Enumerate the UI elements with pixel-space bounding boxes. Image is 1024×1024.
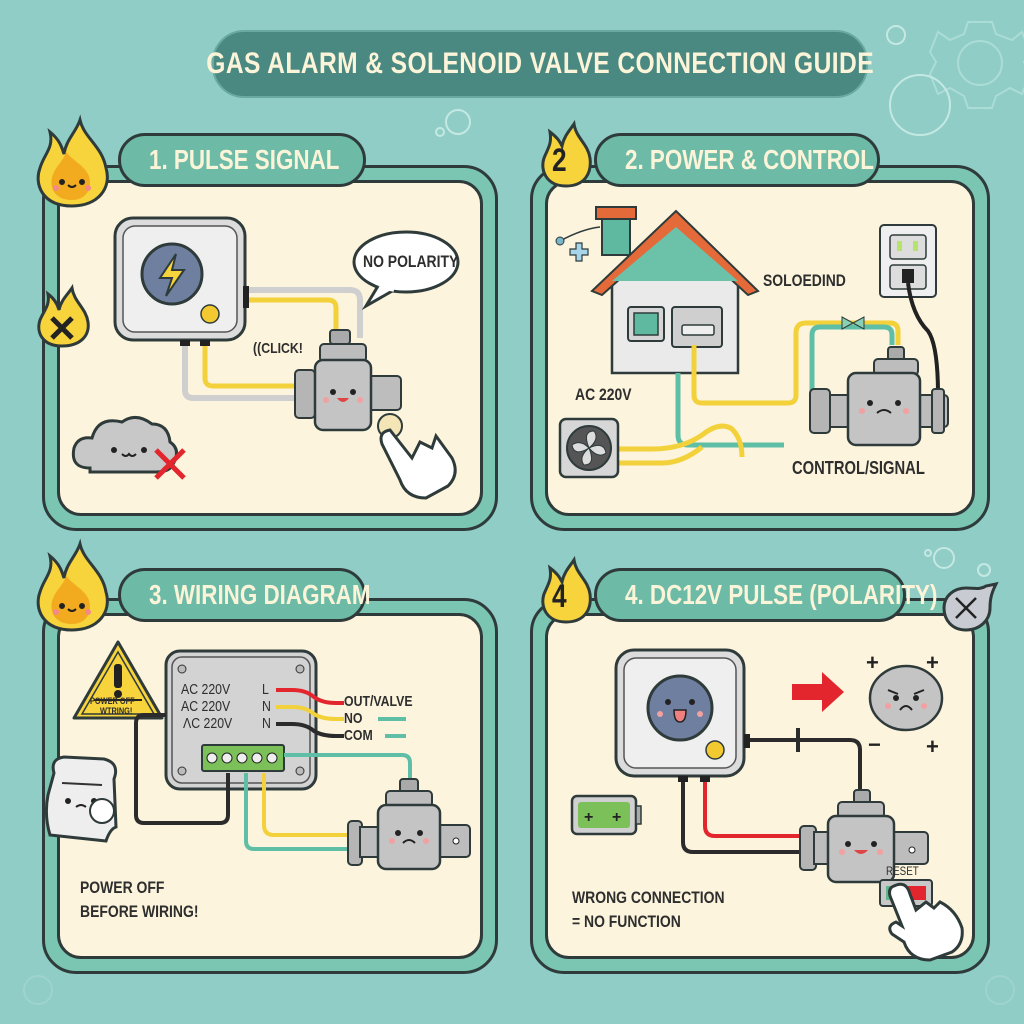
flame-mascot-icon (36, 538, 109, 632)
angry-ball-icon (868, 664, 944, 732)
number-badge-4 (541, 555, 592, 624)
panel-3-title-tab: 3. WIRING DIAGRAM (118, 568, 371, 622)
wrong-connection-line-2: = NO FUNCTION (572, 912, 681, 931)
alarm-box-happy-icon (614, 648, 750, 782)
svg-text:+: + (612, 809, 621, 826)
panel-2-title-tab: 2. POWER & CONTROL (594, 133, 880, 187)
output-label-com: COM (344, 727, 373, 744)
pin-label: N (262, 715, 271, 732)
flame-mascot-icon (36, 114, 109, 208)
polarity-mark: + (926, 650, 939, 675)
number-badge-2 (541, 119, 592, 188)
cloud-mascot-icon (71, 416, 178, 474)
solenoid-valve-happy-icon (799, 789, 929, 884)
gear-icon (928, 21, 1024, 109)
polarity-marks: + + − + (866, 650, 939, 759)
pin-label: N (262, 698, 271, 715)
solenoid-valve-sad-icon (347, 778, 471, 871)
pointing-hand-icon (377, 413, 457, 500)
solenoid-valve-happy-icon (294, 329, 402, 432)
fan-icon (558, 417, 620, 479)
guide-title: GAS ALARM & SOLENOID VALVE CONNECTION GU… (206, 30, 873, 98)
badge-number-2: 2 (552, 142, 567, 178)
badge-number-4: 4 (552, 578, 567, 614)
voltage-label: AC 220V (181, 681, 231, 698)
svg-text:+: + (584, 809, 593, 826)
wrong-connection-line-1: WRONG CONNECTION (572, 888, 725, 907)
power-off-note-line-1: POWER OFF (80, 878, 165, 897)
power-off-note-line-2: BEFORE WIRING! (80, 902, 199, 921)
voltage-label: AC 220V (181, 698, 231, 715)
alarm-box-lightning-icon (113, 216, 249, 346)
wall-outlet-icon (879, 224, 941, 424)
no-polarity-label: NO POLARITY (363, 252, 459, 271)
pointing-hand-icon (888, 882, 964, 962)
red-x-icon (154, 448, 186, 480)
warning-line-2: WTRING! (100, 706, 133, 716)
gear-icon (23, 975, 1015, 1005)
output-label-out-valve: OUT/VALVE (344, 693, 413, 710)
panel-3-illustration (44, 649, 471, 871)
paper-mascot-icon (44, 755, 118, 843)
house-icon (590, 206, 760, 375)
panel-2-illustration (555, 206, 949, 479)
panel-1-title-tab: 1. PULSE SIGNAL (118, 133, 366, 187)
control-signal-label: CONTROL/SIGNAL (792, 458, 925, 478)
valve-symbol-icon (841, 316, 865, 330)
solenoid-label: SOLOEDIND (763, 271, 846, 290)
polarity-mark: + (926, 734, 939, 759)
polarity-mark: + (866, 650, 879, 675)
warning-triangle-icon (72, 640, 164, 720)
bubble-icon (435, 25, 991, 577)
red-arrow-icon (792, 672, 844, 712)
pin-label: L (262, 681, 269, 698)
cross-ornament-icon (569, 242, 589, 262)
panel-4-illustration: + + − + + + (570, 648, 964, 962)
click-label: ((CLICK! (253, 340, 303, 357)
ac-220v-label: AC 220V (575, 385, 632, 404)
reset-label: RESET (886, 864, 919, 878)
solenoid-valve-sad-icon (809, 346, 949, 447)
output-label-no: NO (344, 710, 363, 727)
flame-x-icon (37, 283, 90, 348)
warning-line-1: POWER OFF (90, 696, 135, 706)
close-bubble-icon[interactable] (940, 581, 1000, 634)
voltage-label: ΛC 220V (183, 715, 233, 732)
panel-4-title-tab: 4. DC12V PULSE (POLARITY) (594, 568, 937, 622)
panel-1-illustration (71, 216, 460, 500)
polarity-mark: − (868, 732, 881, 757)
speech-bubble (352, 230, 460, 311)
battery-icon: + + (570, 794, 642, 836)
terminal-block-icon (201, 744, 285, 772)
